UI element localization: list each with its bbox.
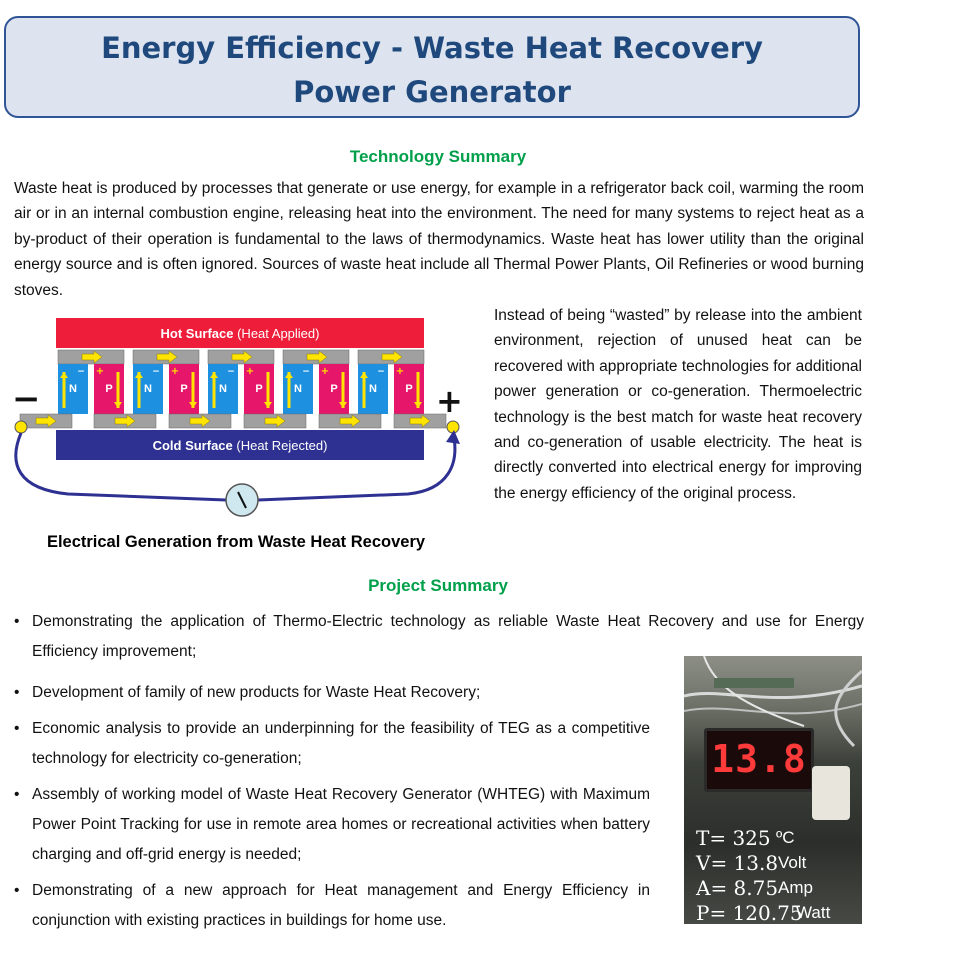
flow-arrow-icon [210,372,218,378]
n-leg-label: N [369,383,377,395]
power-unit: Watt [796,903,831,922]
p-leg-label: P [330,383,337,395]
flow-arrow-icon [339,414,361,428]
voltage-unit: Volt [778,853,807,872]
p-leg-label: P [255,383,262,395]
hole-label: + [246,366,254,377]
positive-terminal [446,420,460,434]
list-item: •Economic analysis to provide an underpi… [14,720,650,767]
positive-terminal-label: + [436,382,463,420]
p-leg-label: P [180,383,187,395]
hole-label: + [96,366,104,377]
project-list: •Development of family of new products f… [14,678,650,936]
generator-photo: 13.8 T= 325 ºC V= 13.8 Volt A= 8.75 Amp … [684,656,862,924]
circuit-wire-return [257,432,457,502]
flow-arrow-icon [264,402,272,408]
thermoelectric-diagram: N−P+N−P+N−P+N−P+N−P+ Hot Surface (Heat A… [12,318,463,517]
flow-arrow-icon [285,372,293,378]
diagram-caption: Electrical Generation from Waste Heat Re… [46,533,426,551]
n-leg-label: N [144,383,152,395]
flow-arrow-icon [135,372,143,378]
list-item: •Demonstrating of a new approach for Hea… [14,882,650,929]
project-summary-heading: Project Summary [368,576,508,595]
list-item: •Assembly of working model of Waste Heat… [14,786,650,863]
flow-arrow-icon [60,372,68,378]
flow-arrow-icon [114,414,136,428]
title-line-2: Power Generator [293,75,571,109]
p-leg-label: P [405,383,412,395]
power-readout: P= 120.75 [696,901,803,924]
electron-label: − [377,367,385,377]
cold-surface-plate [56,430,424,460]
list-item: •Demonstrating the application of Thermo… [14,613,864,660]
flow-arrow-icon [339,402,347,408]
circuit-wire [14,432,227,502]
hole-label: + [396,366,404,377]
hole-label: + [171,366,179,377]
voltage-readout: V= 13.8 [696,851,779,875]
hot-surface-plate [56,318,424,348]
flow-arrow-icon [114,402,122,408]
current-arrow-icon [446,430,460,444]
meter-reading: 13.8 [711,737,807,781]
flow-arrow-icon [81,350,103,364]
current-readout: A= 8.75 [696,876,779,900]
current-unit: Amp [778,878,813,897]
technology-summary-heading: Technology Summary [349,147,527,166]
electron-label: − [302,367,310,377]
connector-block [812,766,850,820]
flow-arrow-icon [360,372,368,378]
electron-label: − [227,367,235,377]
flow-arrow-icon [409,414,431,428]
temperature-readout: T= 325 [696,826,771,850]
flow-arrow-icon [231,350,253,364]
title-banner: Energy Efficiency - Waste Heat Recovery … [4,16,860,118]
temperature-unit: ºC [776,828,795,847]
hot-surface-label: Hot Surface (Heat Applied) [161,326,320,341]
n-leg-label: N [294,383,302,395]
electron-label: − [152,367,160,377]
hole-label: + [321,366,329,377]
n-leg-label: N [69,383,77,395]
negative-terminal-label: − [12,379,41,419]
flow-arrow-icon [264,414,286,428]
wires-decoration [684,656,862,748]
n-leg-label: N [219,383,227,395]
technology-paragraph-2: Instead of being “wasted” by release int… [494,307,862,502]
title-line-1: Energy Efficiency - Waste Heat Recovery [101,31,763,65]
flow-arrow-icon [156,350,178,364]
negative-terminal [14,420,28,434]
flow-arrow-icon [189,414,211,428]
project-list-top: •Demonstrating the application of Thermo… [14,607,864,667]
meter-needle [237,491,247,509]
flow-arrow-icon [35,414,57,428]
technology-paragraph-1: Waste heat is produced by processes that… [14,180,864,299]
list-item: •Development of family of new products f… [14,684,481,701]
flow-arrow-icon [189,402,197,408]
electron-label: − [77,367,85,377]
flow-arrow-icon [414,402,422,408]
flow-arrow-icon [306,350,328,364]
flow-arrow-icon [381,350,403,364]
p-leg-label: P [105,383,112,395]
cold-surface-label: Cold Surface (Heat Rejected) [153,438,328,453]
meter-display: 13.8 [704,728,814,792]
